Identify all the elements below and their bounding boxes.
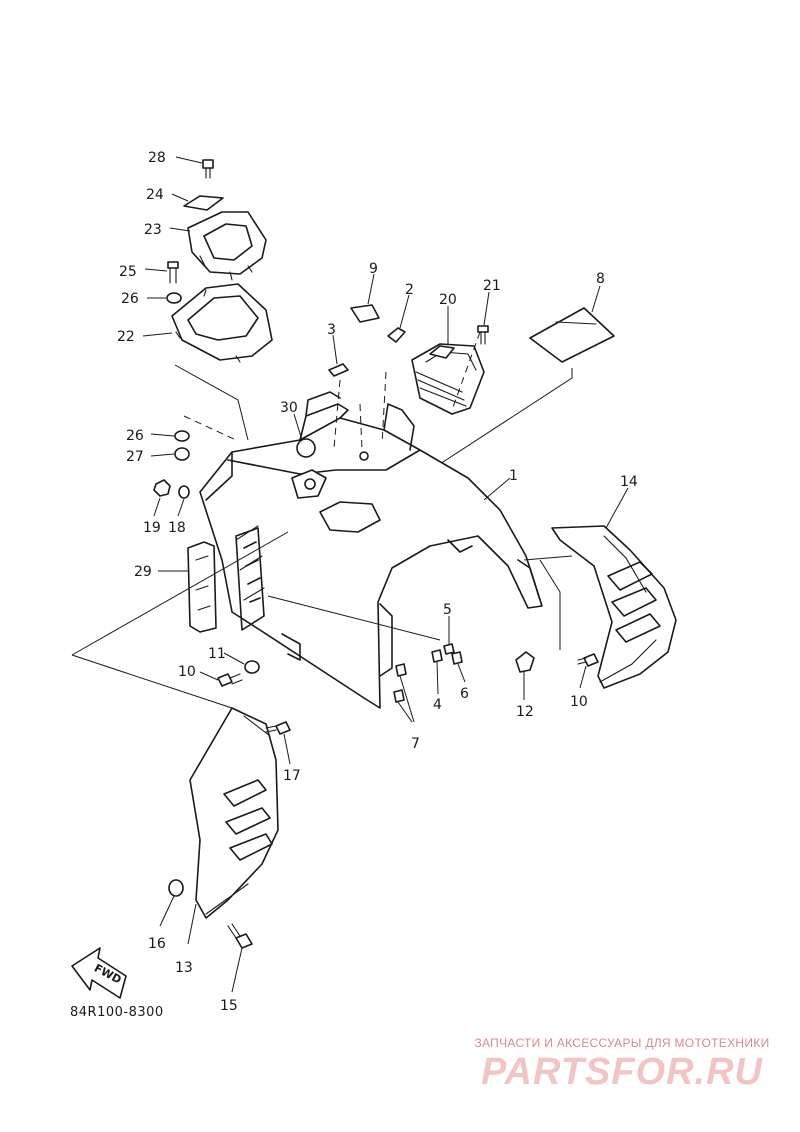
part-10-bolt-left <box>199 671 243 687</box>
part-28-screw <box>175 156 214 179</box>
callout-18: 18 <box>168 520 186 536</box>
callout-10-right: 10 <box>570 694 588 710</box>
callout-20: 20 <box>439 292 457 308</box>
callout-4: 4 <box>433 697 442 713</box>
callout-12: 12 <box>516 704 534 720</box>
part-20-battery-box <box>411 306 485 415</box>
part-25-bolt <box>144 261 179 284</box>
part-22-bracket <box>142 283 273 363</box>
part-26-grommet-top <box>147 292 182 304</box>
callout-29: 29 <box>134 564 152 580</box>
callout-26: 26 <box>126 428 144 444</box>
part-16-grommet <box>159 879 184 927</box>
callout-28: 28 <box>148 150 166 166</box>
fwd-direction-arrow: FWD <box>71 947 127 999</box>
callout-25: 25 <box>119 264 137 280</box>
callout-2: 2 <box>405 282 414 298</box>
part-7-clips <box>393 663 415 723</box>
callout-27: 27 <box>126 449 144 465</box>
callout-5: 5 <box>443 602 452 618</box>
part-11-washer <box>223 652 260 674</box>
part-30-cap <box>293 413 316 458</box>
callout-7: 7 <box>411 736 420 752</box>
callout-3: 3 <box>327 322 336 338</box>
watermark-logo: PARTSFOR.RU <box>481 1051 763 1093</box>
part-18-collar <box>177 485 190 517</box>
part-26-grommet <box>150 430 190 442</box>
callout-8: 8 <box>596 271 605 287</box>
callout-24: 24 <box>146 187 164 203</box>
callout-26-top: 26 <box>121 291 139 307</box>
part-21-screw <box>477 291 490 345</box>
part-24-plate <box>171 193 224 211</box>
part-9-pad <box>350 273 380 323</box>
callout-6: 6 <box>460 686 469 702</box>
part-27-grommet <box>150 447 190 461</box>
part-2-pad <box>387 294 410 343</box>
callout-21: 21 <box>483 278 501 294</box>
part-4-clip <box>431 649 443 695</box>
part-1-front-fender <box>199 391 543 709</box>
callout-22: 22 <box>117 329 135 345</box>
part-3-pad <box>328 334 349 377</box>
part-5-clip <box>443 616 455 655</box>
callout-19: 19 <box>143 520 161 536</box>
callout-16: 16 <box>148 936 166 952</box>
part-17-screw <box>265 721 291 765</box>
callout-17: 17 <box>283 768 301 784</box>
part-19-nut <box>153 479 171 517</box>
callout-30: 30 <box>280 400 298 416</box>
callout-13: 13 <box>175 960 193 976</box>
part-6-clip <box>451 651 466 683</box>
part-12-clip <box>515 651 535 700</box>
site-watermark: ЗАПЧАСТИ И АКСЕССУАРЫ ДЛЯ МОТОТЕХНИКИ PA… <box>462 1036 782 1094</box>
callout-10-left: 10 <box>178 664 196 680</box>
callout-15: 15 <box>220 998 238 1014</box>
callout-11: 11 <box>208 646 226 662</box>
callout-23: 23 <box>144 222 162 238</box>
callout-14: 14 <box>620 474 638 490</box>
part-15-bolt <box>227 923 253 993</box>
part-23-cover <box>169 211 267 281</box>
part-13-left-side-cover <box>187 707 279 945</box>
part-8-label-sheet <box>529 285 615 363</box>
part-10-bolt-right <box>577 653 599 689</box>
drawing-code: 84R100-8300 <box>70 1005 164 1020</box>
callout-1: 1 <box>509 468 518 484</box>
part-29-bracket <box>158 541 217 633</box>
part-14-right-side-cover <box>551 487 677 689</box>
watermark-caption: ЗАПЧАСТИ И АКСЕССУАРЫ ДЛЯ МОТОТЕХНИКИ <box>474 1036 770 1050</box>
callout-9: 9 <box>369 261 378 277</box>
